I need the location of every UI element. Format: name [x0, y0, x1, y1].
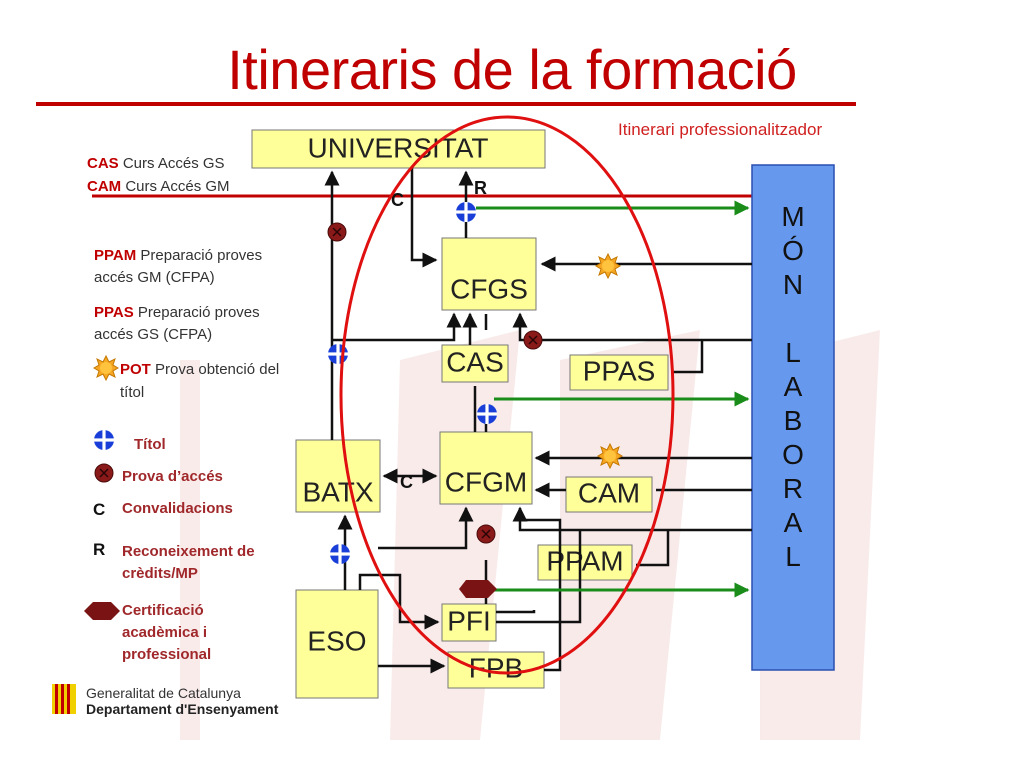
box-ppam-label: PPAM [546, 545, 623, 576]
mon-laboral-letter: L [785, 337, 801, 368]
legend-cas: CAS Curs Accés GS [87, 155, 225, 172]
connectors [324, 168, 752, 674]
legend-r-1: Reconeixement de [122, 543, 255, 560]
footer-logo: Generalitat de Catalunya Departament d'E… [52, 684, 279, 717]
legend-r-2: crèdits/MP [122, 565, 198, 582]
box-batx-label: BATX [302, 476, 373, 507]
box-batx: BATX [295, 439, 381, 513]
pot-cfgm-icon [597, 443, 623, 469]
box-fpb: FPB [447, 651, 545, 689]
title-underline [36, 102, 856, 106]
green-arrows [476, 200, 750, 598]
titol-batx-icon [328, 344, 348, 364]
mon-laboral-letter: O [782, 439, 804, 470]
box-universitat-label: UNIVERSITAT [308, 132, 489, 163]
legend-pot-1: POT Prova obtenció del [120, 361, 279, 378]
box-cam: CAM [565, 476, 653, 513]
pot-cfgs-icon [595, 253, 621, 279]
footer-line2: Departament d'Ensenyament [86, 701, 279, 717]
titol-cfgm-icon [477, 404, 497, 424]
titol-icon [94, 430, 114, 450]
legend-cert-1: Certificació [122, 602, 204, 619]
slide-title: Itineraris de la formació [227, 38, 797, 101]
box-eso-label: ESO [307, 625, 366, 656]
prova-universitat-icon [327, 222, 347, 242]
legend-cam: CAM Curs Accés GM [87, 178, 230, 195]
subtitle: Itinerari professionalitzador [618, 120, 822, 139]
box-universitat: UNIVERSITAT [251, 129, 546, 169]
mon-laboral-letter: M [781, 201, 804, 232]
legend-ppam-1: PPAM Preparació proves [94, 247, 262, 264]
titol-eso-icon [330, 544, 350, 564]
box-ppam: PPAM [537, 544, 633, 581]
box-cas: CAS [441, 344, 509, 383]
legend-titol: Títol [134, 436, 166, 453]
legend: CAS Curs Accés GS CAM Curs Accés GM PPAM… [84, 155, 279, 663]
box-cfgm: CFGM [439, 431, 533, 505]
box-eso: ESO [295, 589, 379, 699]
mark-c-cfgs: C [391, 190, 404, 210]
box-cas-label: CAS [446, 346, 504, 377]
box-ppas: PPAS [569, 354, 669, 391]
legend-cert-3: professional [122, 646, 211, 663]
mark-r: R [474, 178, 487, 198]
box-ppas-label: PPAS [583, 355, 656, 386]
diagram-symbols: C R C [327, 178, 623, 598]
certificacio-icon [84, 602, 120, 620]
mon-laboral-letter: R [783, 473, 803, 504]
prova-cfgm-icon [476, 524, 496, 544]
certificacio-diagram-icon [459, 580, 497, 598]
legend-c: Convalidacions [122, 500, 233, 517]
itinerari-ellipse [339, 115, 675, 675]
legend-ppas-1: PPAS Preparació proves [94, 304, 260, 321]
prova-acces-icon [94, 463, 114, 483]
box-cfgm-label: CFGM [445, 466, 527, 497]
legend-prova: Prova d’accés [122, 468, 223, 485]
box-cam-label: CAM [578, 477, 640, 508]
pot-star-icon [93, 355, 119, 381]
prova-cfgs-icon [523, 330, 543, 350]
legend-cert-2: acadèmica i [122, 624, 207, 641]
legend-c-mark: C [93, 500, 105, 519]
titol-cfgs-icon [456, 202, 476, 222]
mark-c-batx: C [400, 472, 413, 492]
footer-line1: Generalitat de Catalunya [86, 685, 241, 701]
legend-r-mark: R [93, 540, 105, 559]
mon-laboral-letter: A [784, 371, 803, 402]
mon-laboral-letter: A [784, 507, 803, 538]
legend-ppas-2: accés GS (CFPA) [94, 326, 212, 343]
box-pfi: PFI [441, 603, 497, 642]
legend-ppam-2: accés GM (CFPA) [94, 269, 215, 286]
mon-laboral-letter: N [783, 269, 803, 300]
mon-laboral-letter: Ó [782, 235, 804, 266]
box-cfgs-label: CFGS [450, 273, 528, 304]
box-cfgs: CFGS [441, 237, 537, 311]
legend-pot-2: títol [120, 384, 144, 401]
boxes: UNIVERSITAT CFGS CAS PPAS CFGM BATX CAM … [251, 129, 669, 699]
box-pfi-label: PFI [447, 605, 491, 636]
mon-laboral-letter: B [784, 405, 803, 436]
mon-laboral-letter: L [785, 541, 801, 572]
